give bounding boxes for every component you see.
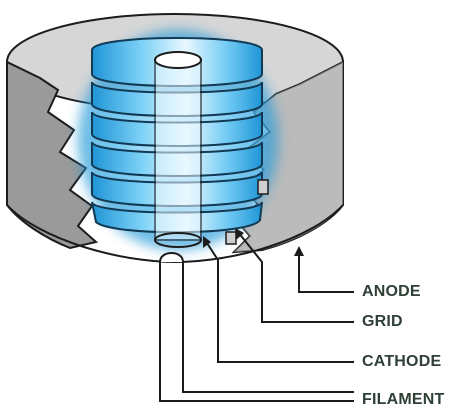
- anode-label: ANODE: [362, 283, 421, 301]
- filament-lead: [160, 253, 183, 262]
- cathode-leader: [205, 240, 354, 362]
- filament-leader: [160, 380, 354, 401]
- anode-leader: [299, 250, 354, 292]
- filament-leader-inner: [183, 380, 354, 392]
- grid-label: GRID: [362, 313, 403, 331]
- anode-arrowhead: [294, 246, 304, 256]
- filament: [160, 253, 183, 380]
- cathode-label: CATHODE: [362, 353, 441, 371]
- filament-label: FILAMENT: [362, 391, 444, 409]
- cathode-top: [155, 52, 201, 68]
- grid-support: [258, 180, 268, 194]
- cathode-body: [155, 60, 201, 240]
- callout-lines: [160, 228, 354, 401]
- cathode: [155, 52, 201, 247]
- grid-support: [226, 232, 236, 244]
